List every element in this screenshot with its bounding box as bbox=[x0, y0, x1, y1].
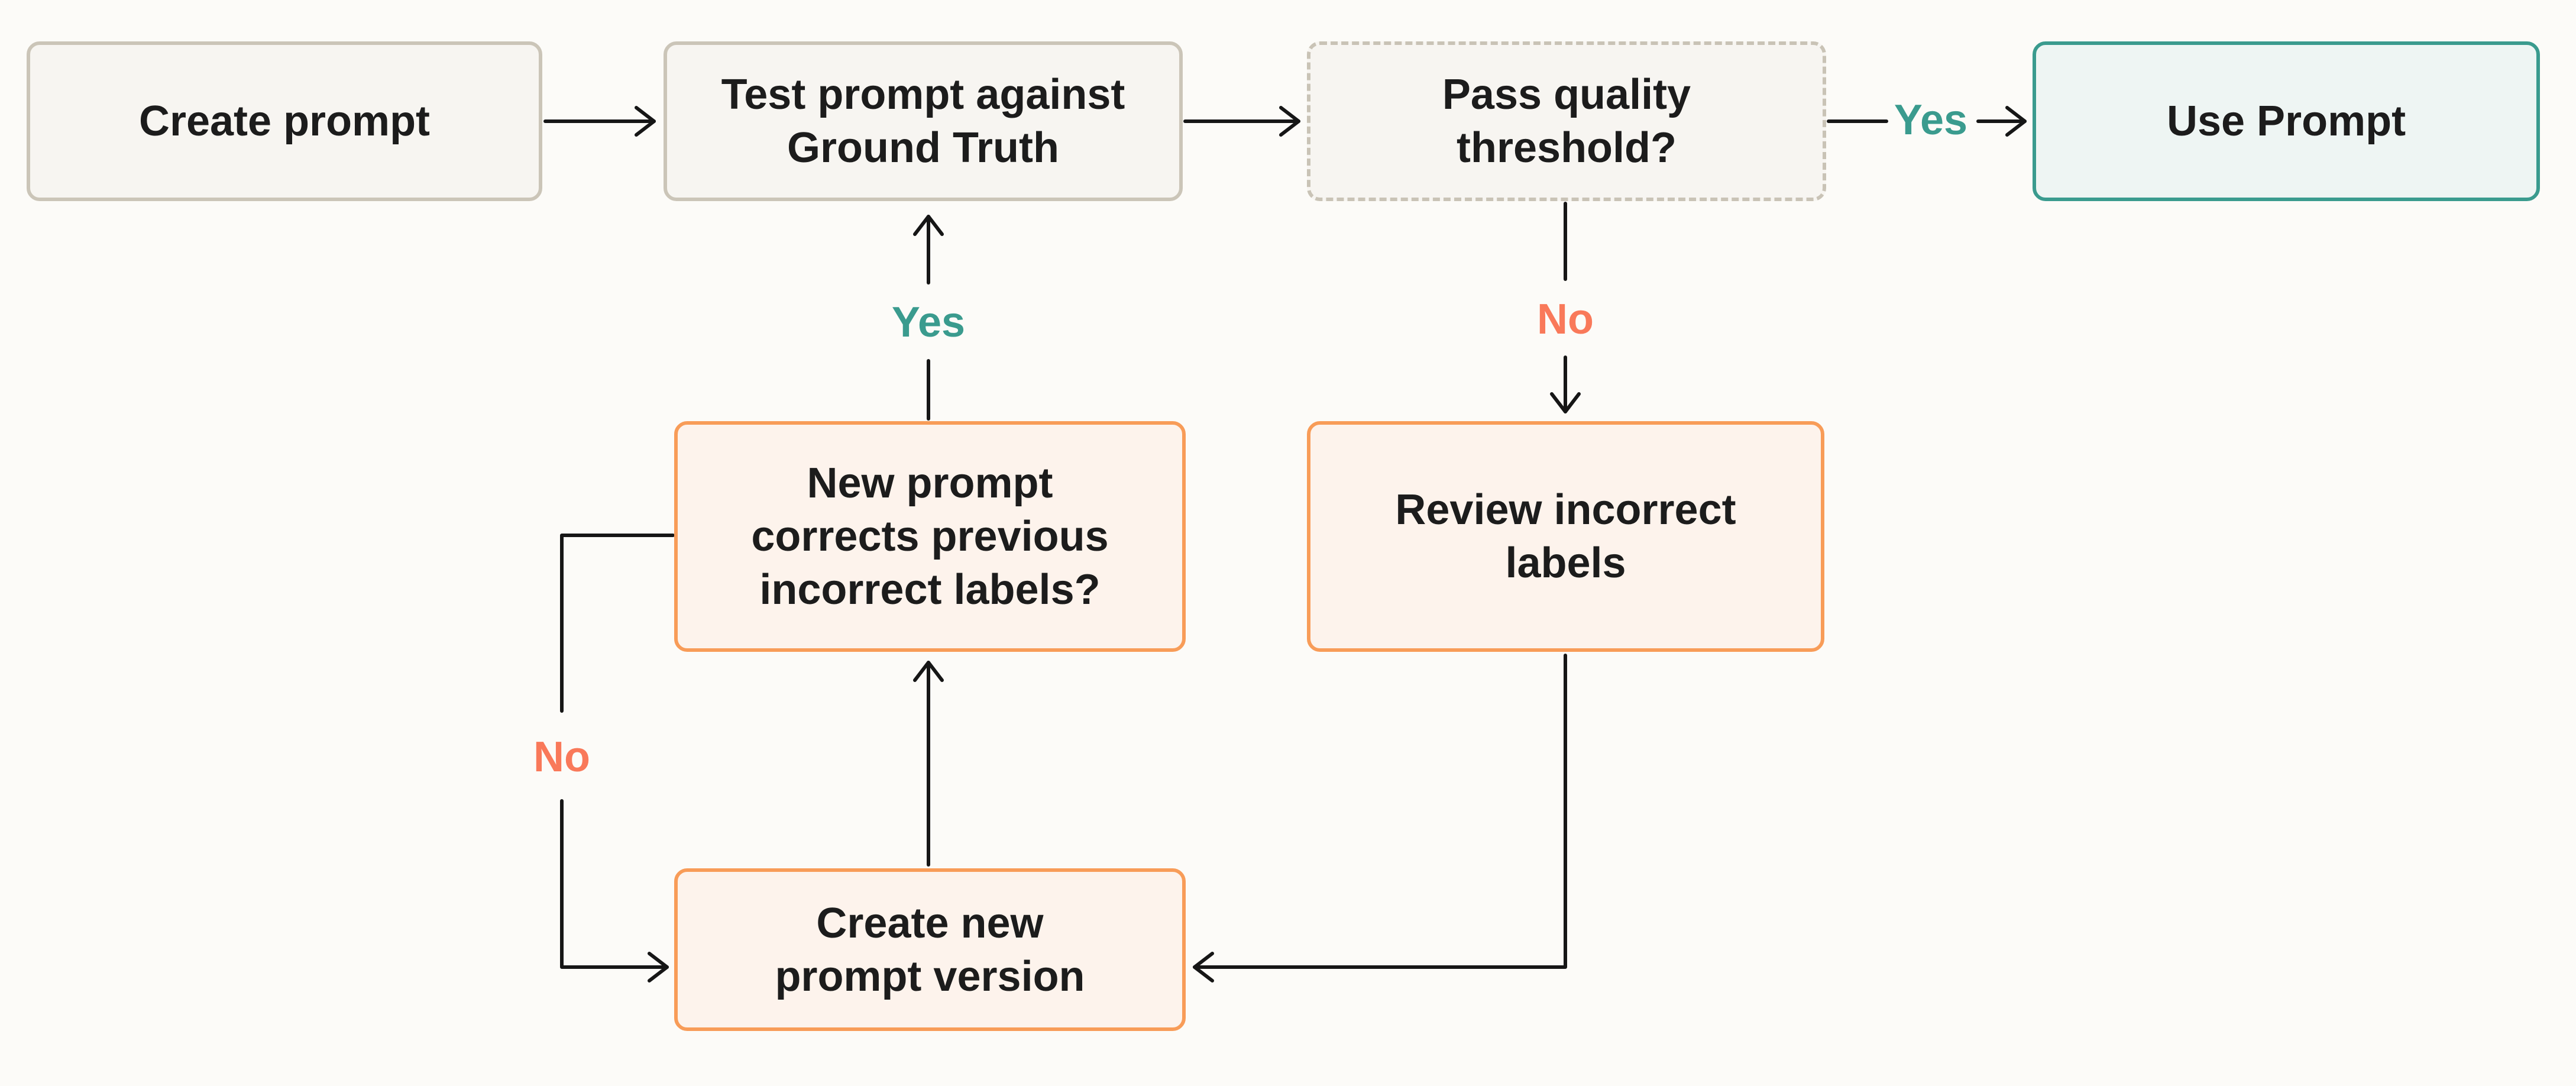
node-review-incorrect-labels: Review incorrect labels bbox=[1307, 421, 1824, 652]
edge-create-to-test-arrowhead bbox=[635, 106, 656, 137]
edge-review-to-version-arrowhead bbox=[1193, 952, 1214, 982]
edge-corrects-to-test-arrowhead bbox=[913, 215, 944, 236]
node-pass-quality-threshold: Pass quality threshold? bbox=[1307, 41, 1826, 201]
edge-no-loop-arrowhead bbox=[648, 952, 669, 982]
edge-version-to-corrects-arrowhead bbox=[913, 661, 944, 682]
edge-review-to-version-elbow bbox=[1193, 654, 1567, 969]
edge-label-yes-up-to-test: Yes bbox=[891, 299, 966, 346]
node-create-new-prompt-version: Create new prompt version bbox=[674, 868, 1186, 1031]
edge-label-no-loop-left: No bbox=[533, 733, 590, 781]
node-new-prompt-corrects-previous-incorrect-labels: New prompt corrects previous incorrect l… bbox=[674, 421, 1186, 652]
edge-test-to-threshold-arrowhead bbox=[1279, 106, 1300, 137]
edge-label-yes-to-use-prompt: Yes bbox=[1894, 96, 1968, 144]
edge-no-loop-upper bbox=[560, 534, 675, 713]
node-use-prompt: Use Prompt bbox=[2033, 41, 2540, 201]
node-test-prompt-against-ground-truth: Test prompt against Ground Truth bbox=[664, 41, 1183, 201]
node-create-prompt: Create prompt bbox=[27, 41, 542, 201]
edge-threshold-to-use-arrowhead bbox=[2005, 106, 2027, 137]
edge-no-loop-lower bbox=[560, 799, 669, 969]
edge-label-no-below-threshold: No bbox=[1537, 296, 1594, 343]
edge-threshold-to-review-arrowhead bbox=[1550, 392, 1581, 413]
